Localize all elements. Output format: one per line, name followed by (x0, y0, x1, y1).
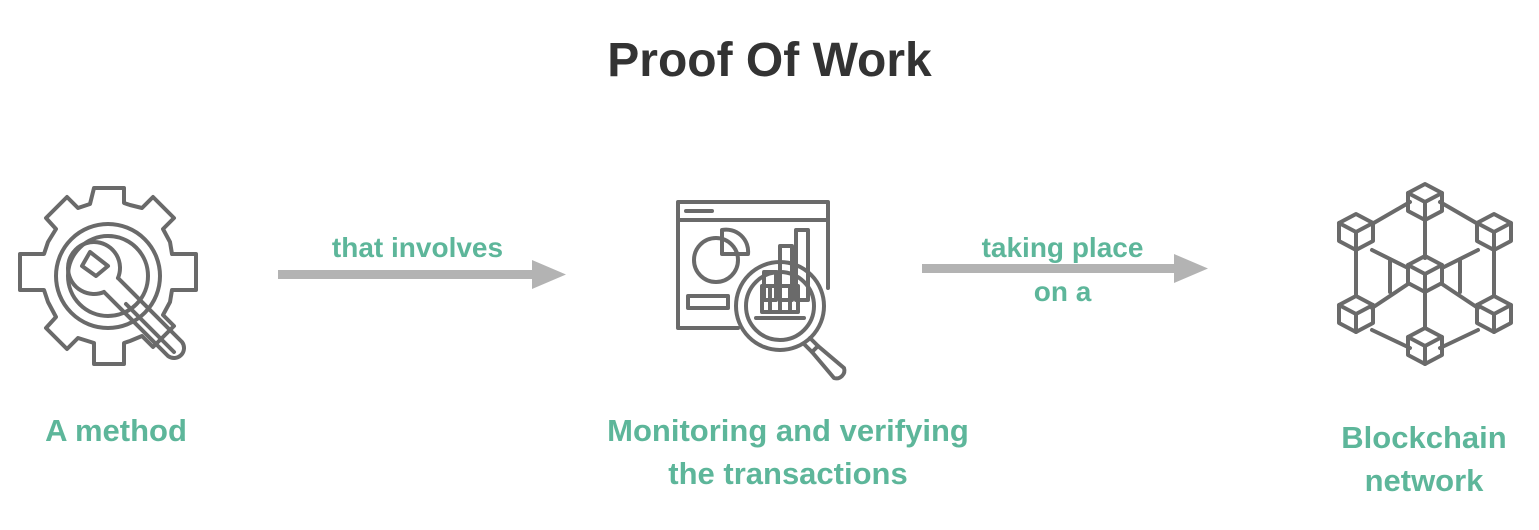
diagram-title: Proof Of Work (607, 34, 932, 87)
arrow-connector-1 (278, 256, 570, 294)
connector-label-line: that involves (331, 232, 504, 263)
blockchain-network-icon (1330, 180, 1520, 370)
dashboard-magnifier-icon (674, 198, 864, 388)
node-caption-method: A method (0, 409, 232, 452)
block-lower-right (1475, 294, 1513, 334)
caption-line: the transactions (668, 456, 908, 491)
network-links (1354, 200, 1496, 350)
block-upper-right (1475, 212, 1513, 252)
gear-wrench-icon (16, 186, 202, 366)
connector-label-1: that involves (300, 226, 535, 270)
connector-label-line: taking place (981, 232, 1144, 263)
connector-label-2: taking place on a (945, 226, 1180, 314)
block-center (1406, 254, 1444, 294)
node-caption-monitoring: Monitoring and verifying the transaction… (578, 409, 998, 495)
node-caption-blockchain: Blockchain network (1314, 416, 1534, 502)
block-lower-left (1337, 294, 1375, 334)
gear-outline (18, 186, 198, 366)
connector-label-line: on a (1033, 276, 1092, 307)
block-bottom (1406, 326, 1444, 366)
caption-line: Monitoring and verifying (607, 413, 969, 448)
block-top (1406, 182, 1444, 222)
block-upper-left (1337, 212, 1375, 252)
caption-line: A method (45, 413, 187, 448)
arrow-connector-2 (922, 250, 1212, 288)
caption-line: network (1364, 463, 1484, 498)
caption-line: Blockchain (1341, 420, 1507, 455)
